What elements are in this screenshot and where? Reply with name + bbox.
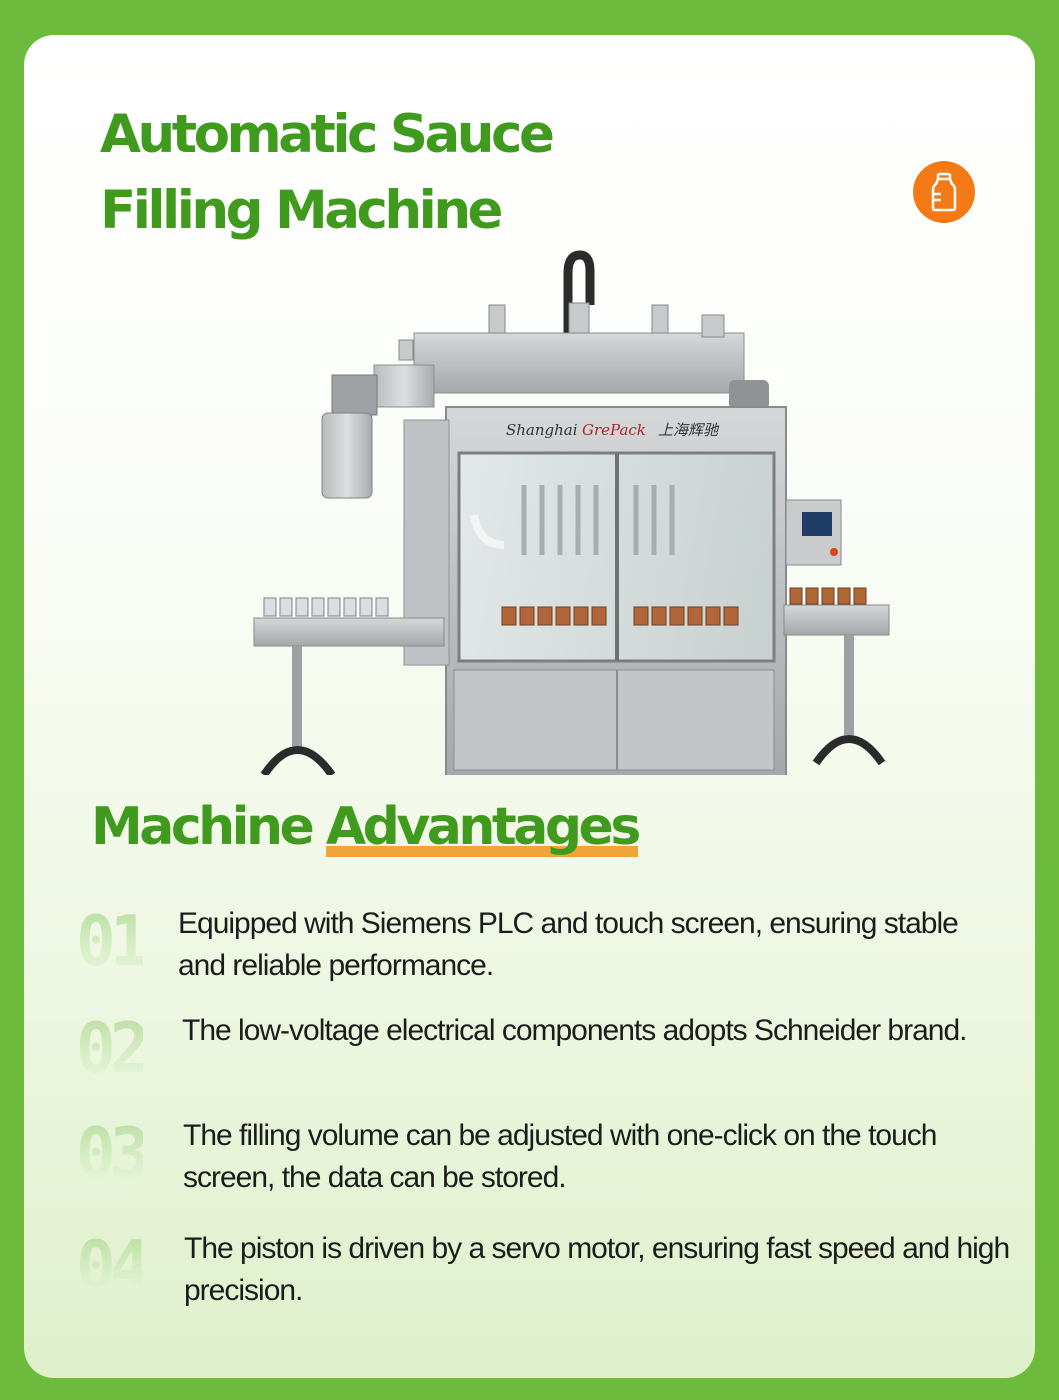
product-card: Automatic Sauce Filling Machine: [24, 35, 1035, 1378]
advantage-number: 02: [76, 1008, 150, 1089]
title-line-1: Automatic Sauce: [100, 104, 555, 165]
bottle-icon: [913, 161, 975, 223]
advantage-number: 04: [76, 1226, 150, 1307]
page-title: Automatic Sauce Filling Machine: [100, 97, 555, 249]
advantage-text: The filling volume can be adjusted with …: [183, 1119, 937, 1194]
brand-prefix: Shanghai: [506, 421, 578, 439]
advantage-text: Equipped with Siemens PLC and touch scre…: [178, 907, 959, 982]
advantages-heading-part1: Machine: [91, 797, 315, 857]
advantages-heading: Machine Advantages: [91, 797, 641, 857]
advantage-text: The low-voltage electrical components ad…: [182, 1014, 967, 1047]
advantages-heading-part2: Advantages: [325, 797, 641, 857]
brand-name: GrePack: [582, 421, 646, 439]
advantage-number: 03: [76, 1113, 150, 1194]
title-line-2: Filling Machine: [100, 180, 504, 241]
advantage-number: 01: [76, 901, 150, 982]
advantage-text: The piston is driven by a servo motor, e…: [184, 1232, 1010, 1307]
filling-machine-image: Shanghai GrePack 上海辉驰: [253, 250, 890, 775]
brand-chinese: 上海辉驰: [658, 421, 720, 439]
